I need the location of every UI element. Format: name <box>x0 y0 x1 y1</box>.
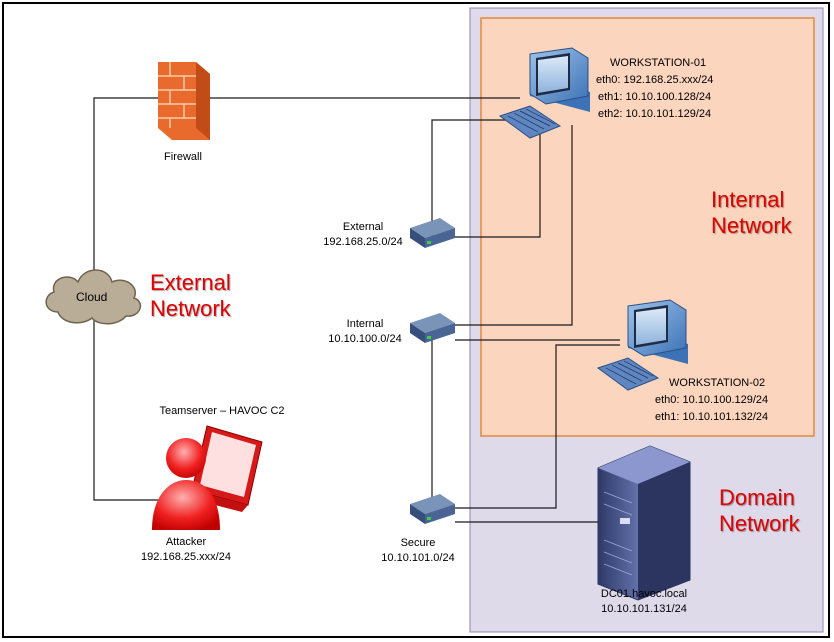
attacker-title: Teamserver – HAVOC C2 <box>159 405 285 417</box>
attacker-name: Attacker <box>165 536 207 548</box>
workstation-01-icon <box>498 47 590 139</box>
switch-internal-subnet: 10.10.100.0/24 <box>328 333 402 345</box>
zone-label-internal-line1: Internal <box>711 187 785 212</box>
switch-internal-name: Internal <box>346 318 384 330</box>
cloud-icon <box>45 269 142 325</box>
line-cloud-attacker <box>93 310 160 501</box>
switch-external-icon <box>410 218 455 248</box>
workstation-02-name: WORKSTATION-02 <box>669 377 766 389</box>
switch-secure-icon <box>410 494 455 524</box>
workstation-01-iface: eth2: 10.10.101.129/24 <box>598 108 712 120</box>
switch-secure-subnet: 10.10.101.0/24 <box>381 552 455 564</box>
workstation-02-icon <box>596 299 688 391</box>
switch-secure-name: Secure <box>400 537 436 549</box>
cloud-label: Cloud <box>76 290 108 304</box>
attacker-ip: 192.168.25.xxx/24 <box>141 551 231 563</box>
line-ws02-switch-secure <box>455 344 620 509</box>
firewall-icon <box>158 62 210 140</box>
workstation-01-name: WORKSTATION-01 <box>610 57 707 69</box>
switch-external-name: External <box>342 221 384 233</box>
workstation-01-iface: eth0: 192.168.25.xxx/24 <box>596 74 714 86</box>
switch-external-subnet: 192.168.25.0/24 <box>323 236 403 248</box>
dc01-ip: 10.10.101.131/24 <box>601 603 687 615</box>
attacker-with-laptop-icon <box>152 425 263 530</box>
firewall-label: Firewall <box>164 151 202 163</box>
zone-label-internal: Internal Network <box>711 187 792 239</box>
zone-label-internal-line2: Network <box>711 213 792 238</box>
server-tower-icon <box>597 445 691 601</box>
dc01-name: DC01.havoc.local <box>600 588 688 600</box>
zone-label-external-line1: External <box>150 270 231 295</box>
line-switch-external-internal <box>431 119 520 237</box>
line-ws01-switch-external <box>455 125 541 238</box>
line-ws01-switch-internal <box>455 125 573 326</box>
line-firewall-workstation01 <box>93 97 520 280</box>
workstation-02-iface: eth1: 10.10.101.132/24 <box>655 411 769 423</box>
switch-internal-icon <box>410 313 455 343</box>
workstation-02-iface: eth0: 10.10.100.129/24 <box>655 394 769 406</box>
connection-lines <box>93 97 620 523</box>
zone-label-external-line2: Network <box>150 296 231 321</box>
zone-label-domain-line2: Network <box>719 511 800 536</box>
zone-label-domain: Domain Network <box>719 485 800 537</box>
workstation-01-iface: eth1: 10.10.100.128/24 <box>598 91 712 103</box>
zone-label-external: External Network <box>150 270 231 322</box>
zone-label-domain-line1: Domain <box>719 485 795 510</box>
